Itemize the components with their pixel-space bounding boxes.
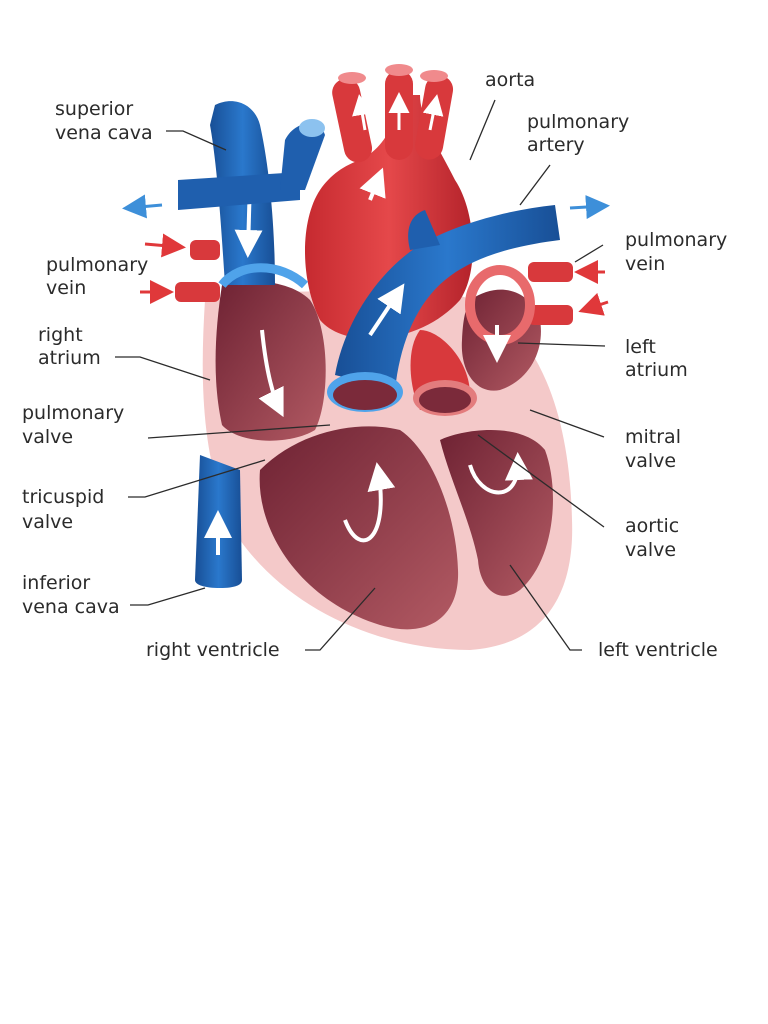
label-left-atrium: left atrium — [625, 336, 688, 381]
label-pulmonary-valve: pulmonary valve — [22, 402, 130, 448]
label-tricuspid-valve: tricuspid valve — [22, 486, 110, 533]
label-pulmonary-vein-right: pulmonary vein — [625, 229, 733, 275]
label-pulmonary-artery: pulmonary artery — [527, 111, 635, 156]
internal-flow-arrows — [258, 325, 533, 543]
label-right-atrium-line2: atrium — [38, 347, 101, 369]
label-left-atrium-line2: atrium — [625, 359, 688, 381]
label-mitral-valve-line2: valve — [625, 450, 676, 472]
label-pulmonary-vein-left: pulmonary vein — [46, 254, 154, 299]
label-right-ventricle: right ventricle — [146, 639, 280, 661]
label-pulmonary-artery-line1: pulmonary — [527, 111, 629, 133]
label-superior-vena-cava-line1: superior — [55, 98, 133, 120]
label-tricuspid-valve-line1: tricuspid — [22, 486, 104, 508]
label-pulmonary-valve-line2: valve — [22, 426, 73, 448]
label-inferior-vena-cava: inferior vena cava — [22, 572, 120, 618]
label-pulmonary-valve-line1: pulmonary — [22, 402, 124, 424]
label-pulmonary-vein-left-line2: vein — [46, 277, 86, 299]
label-right-atrium: right atrium — [38, 324, 101, 369]
label-aortic-valve-line2: valve — [625, 539, 676, 561]
right-ventricle-chamber — [259, 426, 459, 630]
label-inferior-vena-cava-line1: inferior — [22, 572, 90, 594]
label-tricuspid-valve-line2: valve — [22, 511, 73, 533]
label-pulmonary-artery-line2: artery — [527, 134, 585, 156]
label-left-ventricle: left ventricle — [598, 639, 718, 661]
pulmonary-artery-left-branch — [178, 172, 300, 210]
label-aortic-valve: aortic valve — [625, 515, 685, 561]
pulmonary-veins-left — [140, 233, 220, 304]
label-mitral-valve: mitral valve — [625, 426, 687, 472]
right-atrium-chamber — [215, 281, 326, 441]
pulmonary-artery-branch-up — [408, 210, 440, 250]
label-pulmonary-vein-right-line2: vein — [625, 253, 665, 275]
label-aorta: aorta — [485, 69, 535, 91]
label-pulmonary-vein-left-line1: pulmonary — [46, 254, 148, 276]
label-right-atrium-line1: right — [38, 324, 83, 346]
label-aortic-valve-line1: aortic — [625, 515, 679, 537]
label-left-atrium-line1: left — [625, 336, 656, 358]
label-mitral-valve-line1: mitral — [625, 426, 681, 448]
pulmonary-artery-vessel — [335, 205, 560, 390]
label-inferior-vena-cava-line2: vena cava — [22, 596, 120, 618]
label-superior-vena-cava: superior vena cava — [55, 98, 153, 144]
leader-lines — [115, 99, 606, 651]
label-pulmonary-vein-right-line1: pulmonary — [625, 229, 727, 251]
svc-stub — [280, 123, 325, 190]
label-superior-vena-cava-line2: vena cava — [55, 122, 153, 144]
aortic-branches — [332, 64, 454, 201]
